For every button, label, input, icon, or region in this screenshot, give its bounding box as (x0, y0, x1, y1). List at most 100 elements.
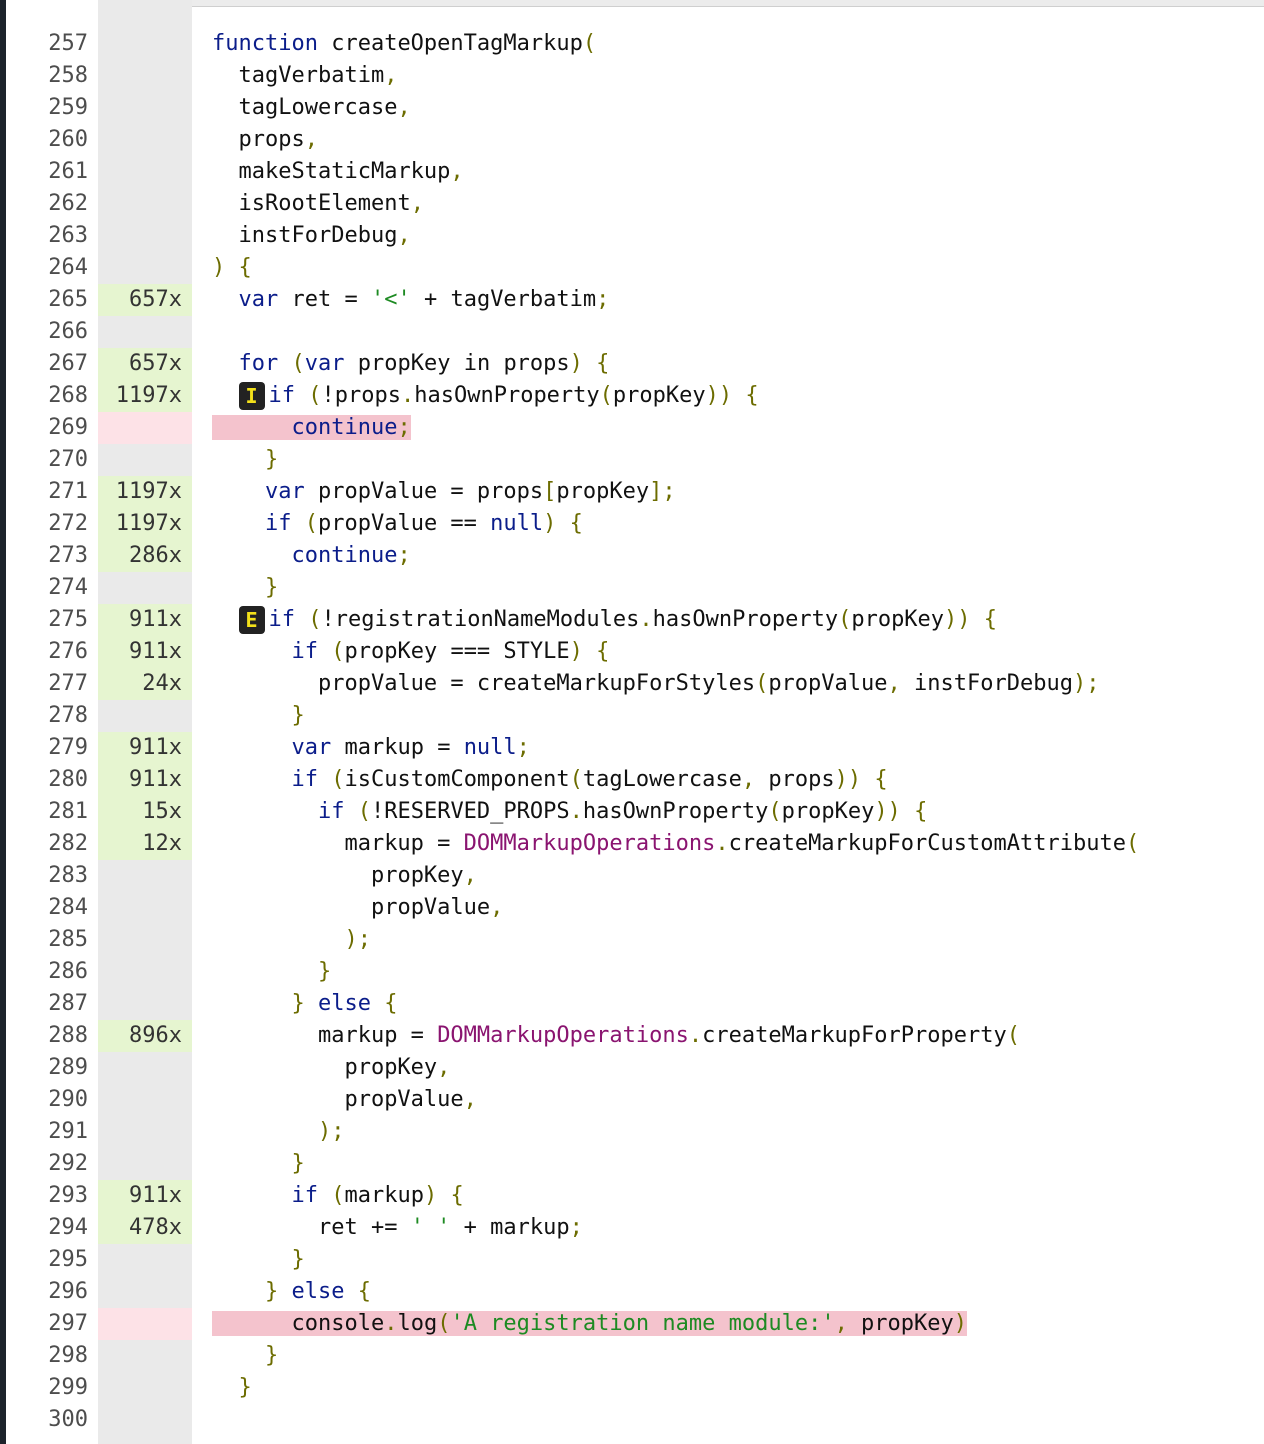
line-number: 299 (48, 1375, 88, 1400)
code-token: ) (543, 511, 557, 536)
hit-count: 911x (98, 604, 192, 636)
code-token: propValue == (317, 511, 491, 536)
line-number: 272 (48, 511, 88, 536)
code-token: , (437, 1055, 451, 1080)
line-number: 296 (48, 1279, 88, 1304)
code-line: 270 } (0, 444, 1264, 476)
code-text: markup = DOMMarkupOperations.createMarku… (212, 1020, 1020, 1052)
hit-count (98, 252, 192, 284)
code-token (971, 607, 984, 632)
code-line: 269 continue; (0, 412, 1264, 444)
code-line: 258 tagVerbatim, (0, 60, 1264, 92)
code-line: 289 propKey, (0, 1052, 1264, 1084)
code-token: propValue = props (304, 479, 544, 504)
line-number: 260 (48, 127, 88, 152)
code-token: } (291, 1151, 305, 1176)
code-token: ( (308, 607, 322, 632)
code-token: } (291, 703, 305, 728)
code-token: . (639, 607, 653, 632)
code-token: ) (569, 351, 583, 376)
code-text: var ret = '<' + tagVerbatim; (212, 284, 610, 316)
branch-else-badge[interactable]: E (238, 606, 265, 634)
code-token: , (384, 63, 398, 88)
line-number: 279 (48, 735, 88, 760)
code-line: 283 propKey, (0, 860, 1264, 892)
code-text: ret += ' ' + markup; (212, 1212, 583, 1244)
code-token: if (268, 607, 296, 632)
code-text: } (212, 1244, 304, 1276)
line-number: 261 (48, 159, 88, 184)
code-text: if (propValue == null) { (212, 508, 583, 540)
line-number: 290 (48, 1087, 88, 1112)
code-token: { (357, 1279, 371, 1304)
code-token: propKey (781, 799, 875, 824)
line-number: 293 (48, 1183, 88, 1208)
branch-if-badge[interactable]: I (238, 382, 265, 410)
line-number: 259 (48, 95, 88, 120)
code-text: ); (212, 924, 371, 956)
code-token: { (914, 799, 928, 824)
code-line: 299 } (0, 1372, 1264, 1404)
code-token: ]; (649, 479, 676, 504)
code-token: { (596, 639, 610, 664)
code-token (901, 799, 914, 824)
code-token: . (400, 383, 415, 408)
code-token: , (834, 1311, 848, 1336)
code-token: ( (768, 799, 782, 824)
code-token: propKey (851, 607, 945, 632)
code-text: function createOpenTagMarkup( (212, 28, 596, 60)
line-number: 300 (48, 1407, 88, 1432)
code-token: var (238, 287, 279, 312)
code-token: instForDebug (238, 223, 398, 248)
code-token: propValue (768, 671, 888, 696)
code-token: instForDebug (900, 671, 1073, 696)
hit-count: 911x (98, 1180, 192, 1212)
code-token: isRootElement (238, 191, 411, 216)
code-token: , (450, 159, 464, 184)
code-text: } else { (212, 988, 397, 1020)
code-token: continue (291, 415, 398, 440)
code-text: propKey, (212, 860, 477, 892)
hit-count: 657x (98, 348, 192, 380)
hit-count: 911x (98, 764, 192, 796)
code-token: propKey === STYLE (344, 639, 570, 664)
hit-count (98, 124, 192, 156)
code-line: 291 ); (0, 1116, 1264, 1148)
code-token: )) (874, 799, 901, 824)
code-token: } (264, 1279, 279, 1304)
code-token: , (463, 1087, 477, 1112)
hit-count (98, 988, 192, 1020)
code-token: } (317, 959, 332, 984)
code-line: 264) { (0, 252, 1264, 284)
code-line: 284 propValue, (0, 892, 1264, 924)
code-token: { (745, 383, 759, 408)
hit-count (98, 1052, 192, 1084)
code-text: makeStaticMarkup, (212, 156, 464, 188)
code-token: for (238, 351, 279, 376)
code-token: markup = (317, 1023, 438, 1048)
code-token: ; (596, 287, 610, 312)
line-number: 264 (48, 255, 88, 280)
line-number: 297 (48, 1311, 88, 1336)
code-token: ) (569, 639, 583, 664)
line-number: 292 (48, 1151, 88, 1176)
code-text: if (isCustomComponent(tagLowercase, prop… (212, 764, 887, 796)
code-token: propKey (344, 1055, 438, 1080)
code-text: var propValue = props[propKey]; (212, 476, 676, 508)
code-token: ret = (278, 287, 371, 312)
code-token: { (596, 351, 610, 376)
line-number: 273 (48, 543, 88, 568)
code-token: var (264, 479, 305, 504)
code-text: markup = DOMMarkupOperations.createMarku… (212, 828, 1139, 860)
code-token: { (450, 1183, 464, 1208)
code-line: 278 } (0, 700, 1264, 732)
code-token (861, 767, 874, 792)
code-token: ret += (317, 1215, 411, 1240)
code-text: } (212, 956, 331, 988)
hit-count (98, 1084, 192, 1116)
